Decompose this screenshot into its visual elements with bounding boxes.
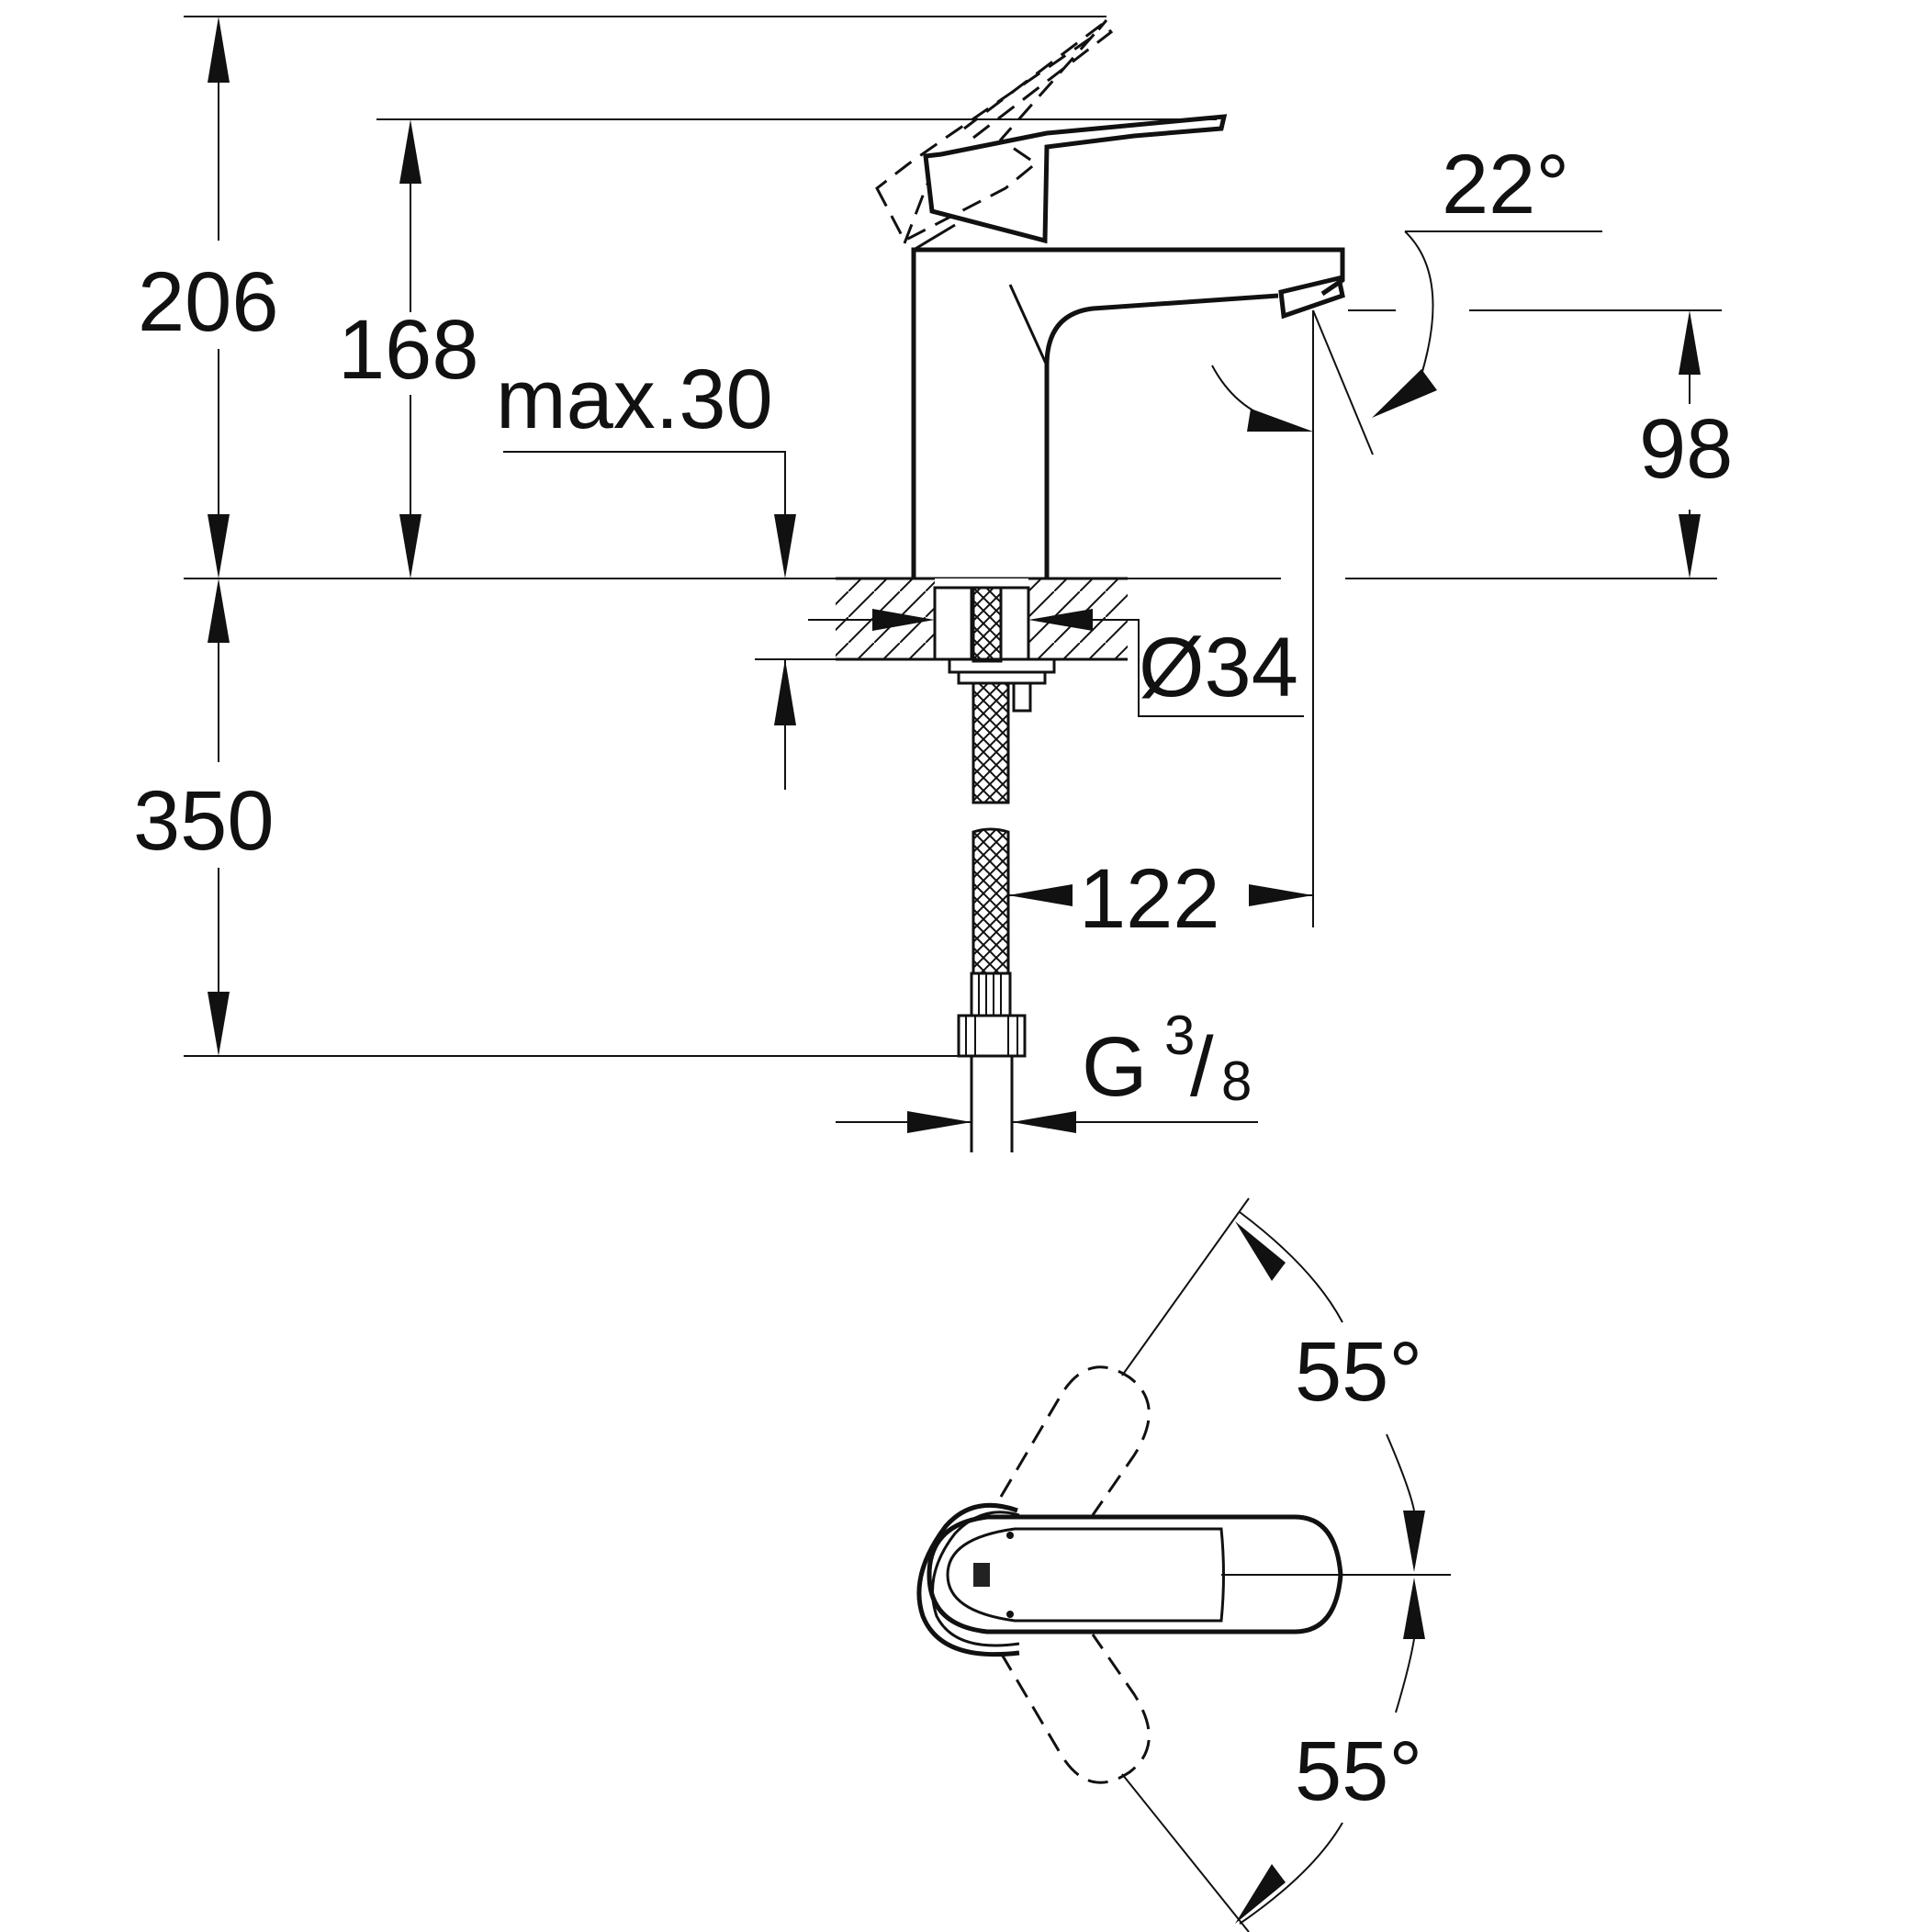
label-hole-diameter: Ø34 xyxy=(1139,621,1298,714)
dimension-hose-length: 350 xyxy=(133,578,275,1056)
lever-position-upper xyxy=(999,1365,1151,1516)
faucet-body xyxy=(911,247,1345,578)
label-hose-length: 350 xyxy=(133,774,275,868)
lever-position-lower xyxy=(999,1634,1151,1784)
top-view: 55° 55° xyxy=(916,1197,1451,1932)
dimension-lever-height: 168 xyxy=(338,119,479,578)
label-lever-angle-lower: 55° xyxy=(1295,1724,1422,1818)
lever-open-dashed xyxy=(875,19,1114,244)
label-projection: 122 xyxy=(1079,852,1220,946)
dimension-max-deck: max.30 xyxy=(496,353,927,790)
label-total-height: 206 xyxy=(138,255,279,349)
label-spout-height: 98 xyxy=(1639,402,1733,496)
label-lever-angle-upper: 55° xyxy=(1295,1325,1422,1419)
angle-ray-upper xyxy=(1121,1197,1250,1376)
side-view: 206 168 max.30 xyxy=(133,16,1733,1152)
dimension-spout-angle: 22° xyxy=(1211,138,1602,927)
dimension-spout-height: 98 xyxy=(1348,309,1733,578)
label-thread-g: G xyxy=(1082,1020,1148,1114)
supply-hose-lower xyxy=(957,827,1027,1152)
lever-closed xyxy=(913,114,1228,252)
dimension-hole-diameter: Ø34 xyxy=(1093,619,1304,717)
label-spout-angle: 22° xyxy=(1442,138,1569,231)
supply-hose-upper xyxy=(972,681,1010,804)
outlet-axis-tilted xyxy=(1312,309,1374,455)
dimension-projection: 122 xyxy=(1008,852,1313,946)
label-max-deck: max.30 xyxy=(496,353,773,446)
label-lever-height: 168 xyxy=(338,303,479,397)
lever-top-view xyxy=(927,1514,1343,1634)
angle-ray-lower xyxy=(1121,1773,1250,1932)
label-thread-denominator: 8 xyxy=(1221,1050,1252,1112)
faucet-base xyxy=(916,1502,1020,1657)
dimension-total-height: 206 xyxy=(138,17,279,578)
dimension-thread: G 3 / 8 xyxy=(836,1005,1258,1133)
label-thread-slash: / xyxy=(1190,1020,1214,1114)
label-thread-numerator: 3 xyxy=(1164,1005,1195,1066)
